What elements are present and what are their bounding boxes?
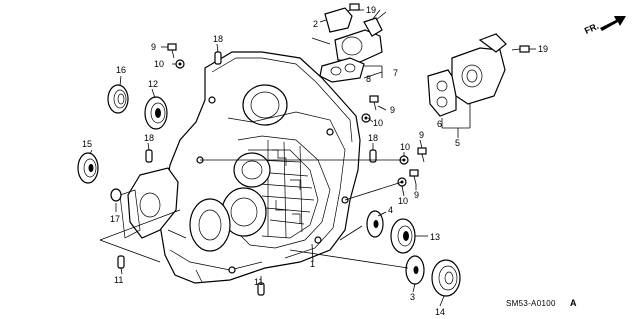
plug-17 [110, 188, 122, 202]
callout-9c: 9 [419, 130, 424, 140]
callout-9b: 9 [390, 105, 395, 115]
callout-6: 6 [437, 119, 442, 129]
callout-7: 7 [393, 68, 398, 78]
bolt-19b [511, 45, 530, 53]
callout-9d: 9 [414, 190, 419, 200]
callout-5: 5 [455, 138, 460, 148]
callout-19a: 19 [366, 5, 376, 15]
solenoid-valve-2 [324, 7, 387, 63]
dowel-pin-18b [145, 149, 153, 163]
bolt-9d [409, 169, 419, 185]
callout-14: 14 [435, 307, 445, 317]
callout-12: 12 [148, 79, 158, 89]
callout-18b: 18 [144, 133, 154, 143]
bearing-14 [431, 259, 461, 297]
washer-10a [175, 59, 185, 69]
callout-3: 3 [410, 292, 415, 302]
shim-3 [405, 255, 425, 285]
dowel-pin-18a [214, 51, 222, 65]
housing-flange [119, 167, 179, 239]
callout-2: 2 [313, 19, 318, 29]
bearing-15 [77, 152, 99, 184]
shim-4 [366, 210, 384, 238]
callout-10a: 10 [154, 59, 164, 69]
bolt-9c [417, 147, 427, 163]
callout-18a: 18 [213, 34, 223, 44]
diagram-code-suffix: A [570, 298, 577, 308]
diagram-code: SM53-A0100 A [506, 298, 577, 308]
orientation-label: FR. [583, 21, 600, 36]
callout-17: 17 [110, 214, 120, 224]
diagram-code-text: SM53-A0100 [506, 299, 556, 308]
callout-labels: 1 2 3 4 5 6 7 8 9 9 9 9 10 10 10 10 11 1… [82, 5, 548, 317]
front-arrow-icon: FR. [583, 16, 626, 36]
washer-10b [361, 113, 371, 123]
gasket-6 [427, 69, 457, 117]
leader-lines [89, 9, 536, 307]
bearing-12 [144, 96, 168, 130]
callout-13: 13 [430, 232, 440, 242]
solenoid-valve-5 [451, 33, 507, 105]
callout-1: 1 [310, 259, 315, 269]
callout-4: 4 [388, 205, 393, 215]
callout-11a: 11 [114, 275, 123, 285]
callout-18c: 18 [368, 133, 378, 143]
bolt-9a [167, 43, 177, 59]
callout-8: 8 [366, 74, 371, 84]
gasket-8 [319, 57, 365, 83]
bearing-13 [390, 218, 416, 254]
oil-seal-16 [107, 84, 129, 114]
callout-10c: 10 [400, 142, 410, 152]
callout-15: 15 [82, 139, 92, 149]
callout-11b: 11 [254, 277, 263, 287]
callout-19b: 19 [538, 44, 548, 54]
transmission-housing [159, 51, 361, 284]
callout-10d: 10 [398, 196, 408, 206]
bolt-9b [369, 95, 379, 111]
callout-16: 16 [116, 65, 126, 75]
callout-10b: 10 [373, 118, 383, 128]
callout-9a: 9 [151, 42, 156, 52]
dowel-pin-11a [117, 255, 125, 269]
